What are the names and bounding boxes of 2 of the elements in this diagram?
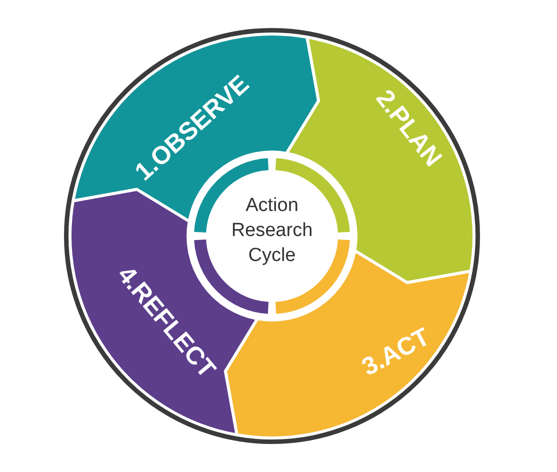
center-title: Action Research Cycle: [230, 194, 314, 268]
cycle-segment: [73, 34, 319, 222]
